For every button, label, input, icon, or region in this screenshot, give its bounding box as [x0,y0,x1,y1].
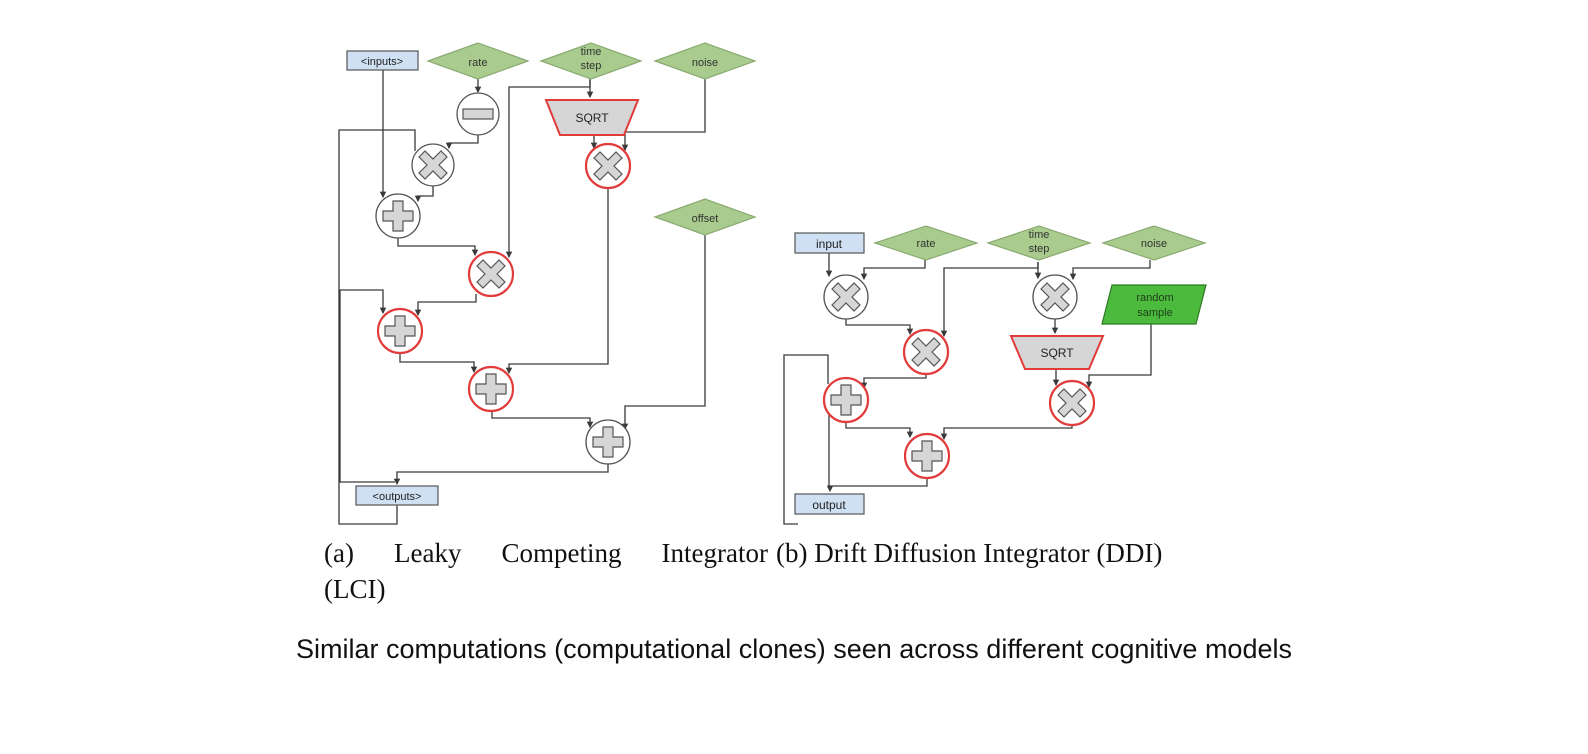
edge-noise-to-mul3 [621,78,706,152]
add-op-b2 [903,432,951,480]
svg-text:offset: offset [692,213,719,225]
svg-text:step: step [1029,243,1050,255]
svg-text:rate: rate [917,238,936,250]
multiply-op-2 [467,250,515,298]
time-step-param-b: time step [986,225,1092,261]
subcaption-b: (b) Drift Diffusion Integrator (DDI) [776,538,1163,568]
add-op-3 [467,365,515,413]
edge-mul2-to-add2 [414,294,477,317]
edge-add1-to-mul2 [397,238,479,257]
svg-text:noise: noise [1141,238,1167,250]
edge-add4-to-outputs [393,462,609,486]
multiply-op-b1 [823,274,869,320]
svg-text:SQRT: SQRT [575,111,609,125]
edge-mul1-to-add1 [414,186,434,203]
negate-op [456,92,500,136]
outputs-node: <outputs> [355,485,439,506]
add-op-1 [375,193,421,239]
computation-diagram: <inputs> rate time step noise SQRT [338,42,1207,525]
svg-text:rate: rate [469,57,488,69]
svg-text:random: random [1136,292,1173,304]
subcaption-a-word: Competing [501,538,622,568]
edge-add2-to-add3 [399,352,478,374]
edge-add1-to-add2 [845,420,914,439]
add-op-b1 [822,376,870,424]
subcaption-a-word: (a) [324,538,354,568]
input-node: input [794,232,865,254]
subcaption-a-line2: (LCI) [324,574,386,604]
subcaption-a-word: Integrator [661,538,768,568]
edge-noise-to-mulb [1069,260,1151,281]
edge-loop-left [783,354,829,525]
random-sample-node: random sample [1101,284,1207,325]
output-node: output [794,493,865,515]
svg-text:<outputs>: <outputs> [373,491,422,503]
sqrt-op-b: SQRT [1009,335,1105,370]
noise-param: noise [653,42,757,80]
edge-timestep-to-mul2 [940,262,1039,338]
diagram-b-ddi: input rate time step noise random sample [783,225,1207,525]
edge-mul3-to-add3 [505,188,609,375]
subcaption-a-word: Leaky [394,538,462,568]
offset-param: offset [653,198,757,236]
edge-output-feedback-to-mul1 [338,129,416,525]
edge-add2-to-output [826,476,928,493]
edge-outputs-feedback-to-add2 [339,289,395,483]
multiply-op-b-timestep [1032,274,1078,320]
rate-param-b: rate [873,225,979,261]
rate-param: rate [426,42,530,80]
add-op-2 [376,307,424,355]
figure-caption: Similar computations (computational clon… [296,634,1292,664]
svg-text:noise: noise [692,57,718,69]
svg-text:time: time [1029,229,1050,241]
edge-add3-to-add4 [491,409,594,429]
edge-mul2-to-add1 [860,372,927,390]
diagram-a-lci: <inputs> rate time step noise SQRT [338,42,757,525]
add-op-offset [585,419,631,465]
edge-random-to-mul3 [1085,324,1152,389]
inputs-node: <inputs> [346,50,419,71]
subcaption-a-line1: (a) Leaky Competing Integrator [324,538,768,569]
time-step-param: time step [539,42,643,80]
svg-text:output: output [812,498,846,512]
svg-text:input: input [816,237,843,251]
svg-text:time: time [581,46,602,58]
multiply-op-b-noise [1048,379,1096,427]
sqrt-op: SQRT [544,99,640,136]
multiply-op-1 [411,143,455,187]
svg-text:sample: sample [1137,307,1172,319]
svg-text:<inputs>: <inputs> [361,56,403,68]
edge-mul3-to-add2 [940,423,1073,441]
svg-text:step: step [581,60,602,72]
edge-mul1-to-mul2 [845,318,914,336]
multiply-op-noise [584,142,632,190]
multiply-op-b2 [902,328,950,376]
edge-neg-to-mul1 [445,134,479,150]
edge-offset-to-add4 [621,235,706,431]
svg-text:SQRT: SQRT [1040,346,1074,360]
noise-param-b: noise [1101,225,1207,261]
